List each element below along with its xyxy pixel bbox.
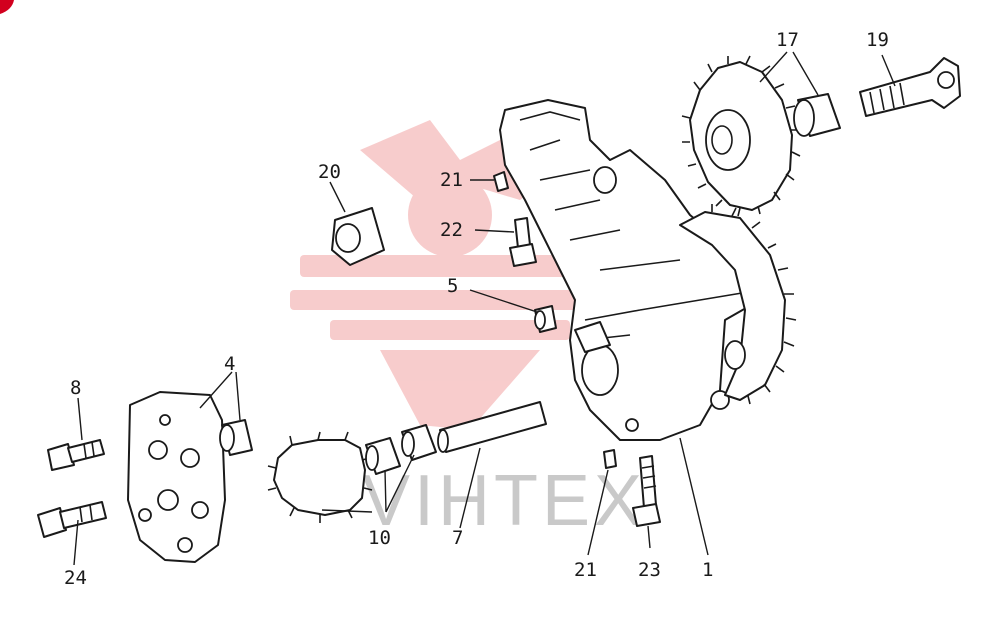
drive-gear-part-17	[681, 55, 801, 217]
corner-accent-mark	[0, 0, 14, 14]
bolt-part-24	[37, 501, 107, 538]
callout-8: 8	[70, 377, 81, 399]
leader-lines	[73, 51, 896, 566]
callout-21-lower: 21	[574, 559, 597, 581]
callout-labels: 17 19 20 21 22 5 4 8 24 10 7 21 23 1	[64, 29, 889, 589]
cap-nut-part-20	[331, 207, 385, 266]
idler-gear	[679, 204, 797, 405]
callout-7: 7	[452, 527, 463, 549]
bolt-part-8	[47, 439, 105, 471]
callout-10: 10	[368, 527, 391, 549]
callout-24: 24	[64, 567, 87, 589]
small-bushing-part-5	[534, 305, 557, 333]
callout-19: 19	[866, 29, 889, 51]
bushings-part-10	[365, 424, 437, 475]
pivot-pin-part-19	[859, 57, 961, 117]
callout-17: 17	[776, 29, 799, 51]
bushing-part-4	[219, 419, 253, 456]
watermark-text: VIHTEX	[362, 461, 646, 541]
callout-21-upper: 21	[440, 169, 463, 191]
callout-5: 5	[447, 275, 458, 297]
callout-22: 22	[440, 219, 463, 241]
callout-1: 1	[702, 559, 713, 581]
pump-housing-part-1	[499, 99, 771, 441]
rotor-gear-part-10	[267, 431, 373, 523]
bushing-part-17	[793, 93, 841, 137]
callout-20: 20	[318, 161, 341, 183]
set-screw-part-21-upper	[493, 171, 509, 192]
set-screw-part-21-lower	[603, 449, 617, 469]
cover-plate-part-4	[127, 391, 226, 563]
shaft-part-7	[437, 401, 547, 453]
bolt-part-23	[632, 455, 661, 527]
callout-23: 23	[638, 559, 661, 581]
bolt-part-22	[509, 217, 537, 267]
callout-4: 4	[224, 353, 235, 375]
